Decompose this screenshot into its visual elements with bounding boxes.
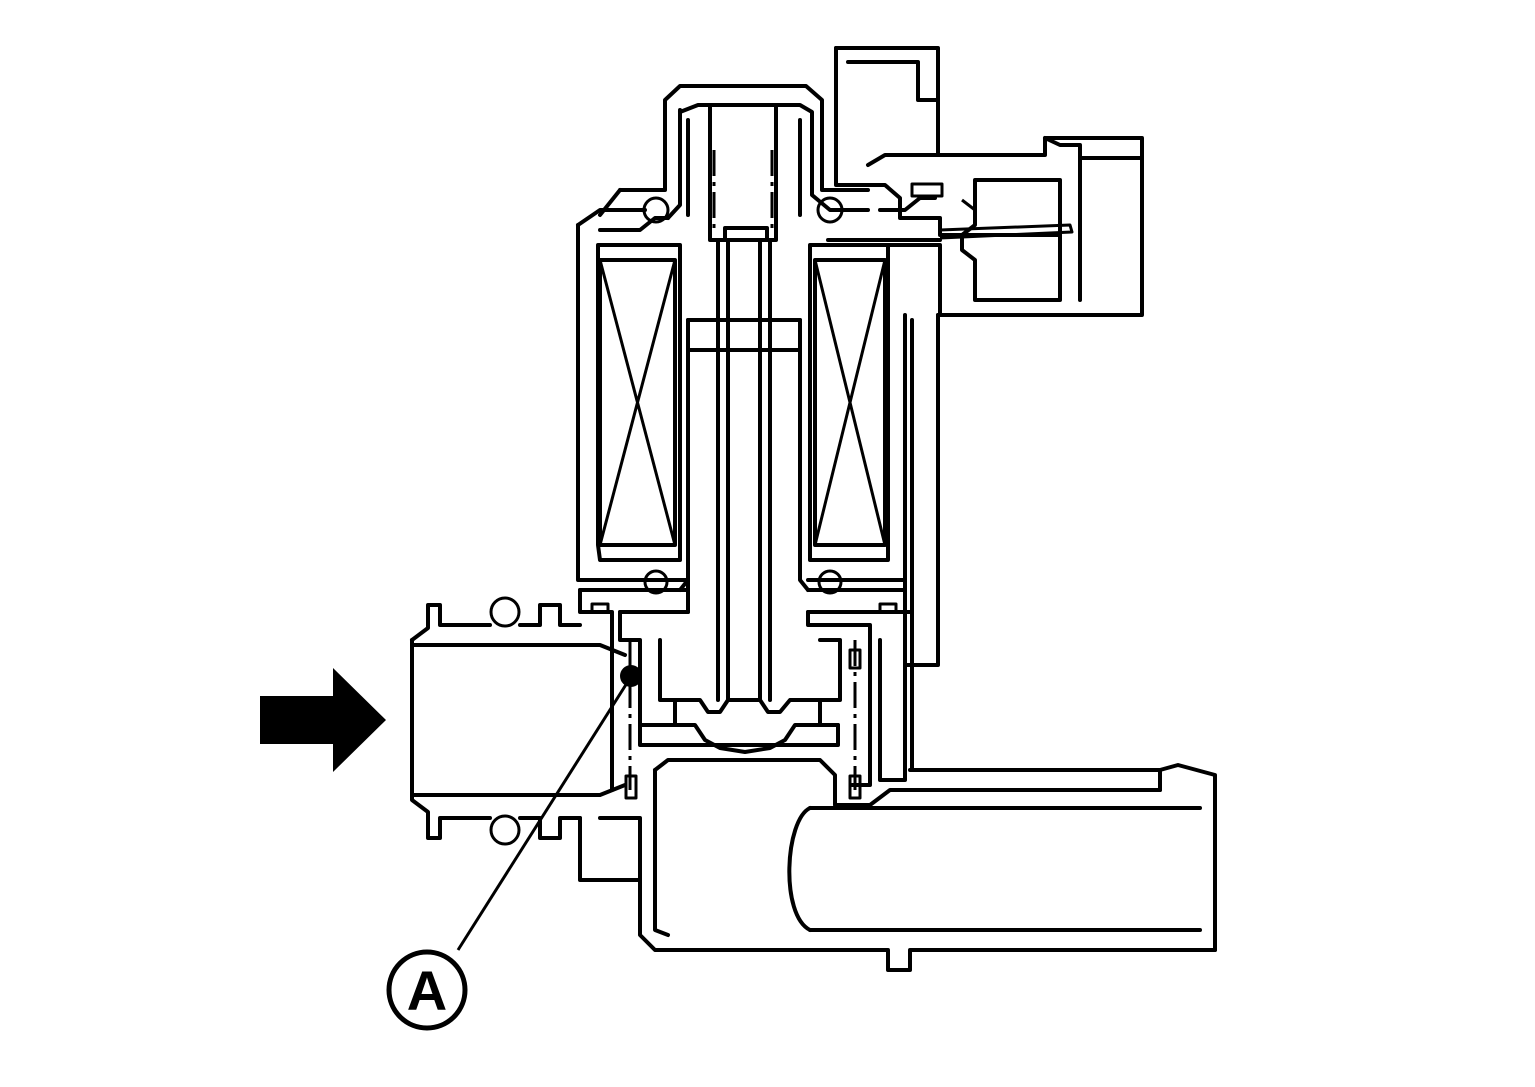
callout-a-label: A: [407, 959, 447, 1022]
outlet-pipe: [578, 758, 1217, 972]
inlet-port: [410, 596, 627, 846]
center-core-rod: [678, 238, 810, 702]
coil-left: [596, 243, 682, 562]
solenoid-outer-housing: [576, 84, 870, 582]
callout-a-leader-line: [456, 682, 629, 951]
valve-poppet: [638, 698, 840, 754]
callout-a-point: [620, 665, 642, 687]
coil-right: [808, 243, 890, 562]
flow-direction-arrow: [260, 668, 386, 772]
plunger-top: [708, 103, 778, 242]
electrical-connector: [826, 46, 1144, 667]
springs: [624, 640, 862, 800]
callout-a-circle: [386, 949, 468, 1031]
callout-a: A: [386, 665, 642, 1031]
valve-body-flange: [578, 569, 914, 792]
